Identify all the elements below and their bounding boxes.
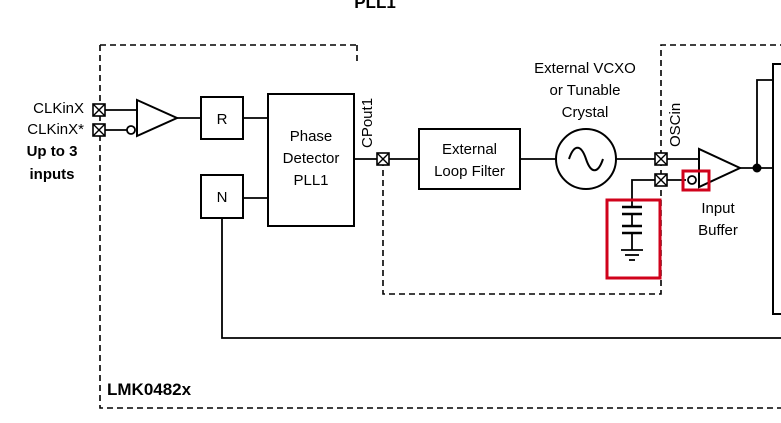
oscin-neg-pin [654,173,668,187]
clkin-neg-label: CLKinX* [27,121,84,138]
clkin-inversion-bubble [126,125,136,135]
cpout-pin [376,152,390,166]
clkin-wiring [105,109,201,131]
loop-filter-line1: External [442,141,497,158]
phase-detector-line1: Phase [290,128,333,145]
capacitor-highlight-box [605,198,662,280]
loop-filter-line2: Loop Filter [434,163,505,180]
r-divider-block [200,96,244,140]
cpout-pin-label: CPout1 [359,98,376,148]
input-buffer-line1: Input [701,200,735,217]
device-name-label: LMK0482x [107,380,192,399]
oscin-pin-label: OSCin [667,103,684,147]
inputs-note-line2: inputs [30,166,75,183]
clkin-neg-pin [92,123,106,137]
r-divider-label: R [217,111,228,128]
diagram-title: PLL1 [354,0,396,12]
oscin-inversion-bubble [687,175,697,185]
vcxo-label-line3: Crystal [562,104,609,121]
phase-detector-block [267,93,355,227]
vcxo-label-line1: External VCXO [534,60,636,77]
bypass-cap-wiring [631,179,655,250]
device-boundary [99,44,781,409]
n-feedback-wire [221,218,781,339]
ground-icon [621,249,643,261]
loop-filter-block [418,128,521,190]
capacitor-icon [622,205,642,216]
phase-detector-line2: Detector [283,150,340,167]
inputs-note-line1: Up to 3 [27,143,78,160]
offscreen-block-edge [772,63,781,315]
clkin-pos-pin [92,103,106,117]
oscin-input-buffer [698,147,743,189]
phase-detector-line3: PLL1 [293,172,328,189]
capacitor-icon-2 [622,224,642,235]
clkin-pos-label: CLKinX [33,100,84,117]
vcxo-label-line2: or Tunable [550,82,621,99]
external-components-boundary [356,44,781,295]
clkin-input-buffer [136,98,180,138]
input-buffer-line2: Buffer [698,222,738,239]
sine-wave-icon [568,146,604,172]
oscin-pos-pin [654,152,668,166]
bubble-highlight-box [681,169,711,192]
n-divider-label: N [217,189,228,206]
divider-wiring [243,117,268,199]
